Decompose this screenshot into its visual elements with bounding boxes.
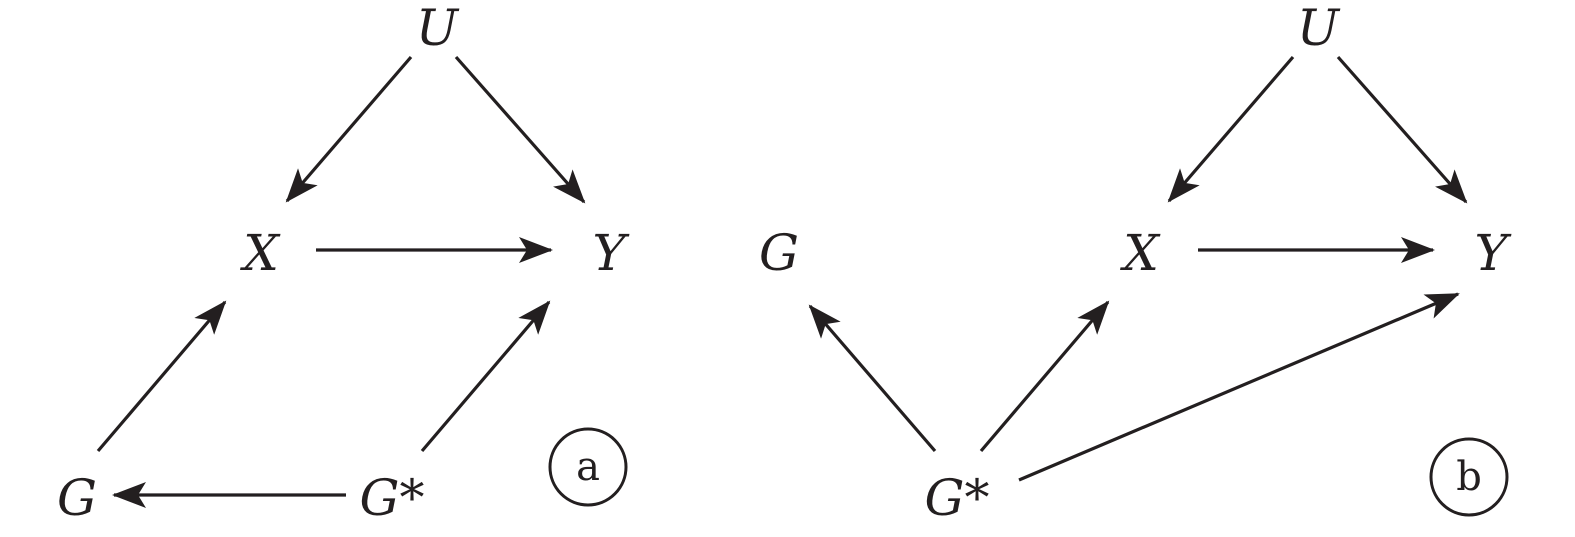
edge-g-to-x — [96, 300, 227, 453]
panel-a-edges — [96, 55, 586, 508]
edge-gstar-to-x — [979, 300, 1110, 453]
edge-u-to-y — [1336, 55, 1468, 204]
panel-b-badge-ring — [1429, 437, 1509, 517]
panel-b: U G X Y G* b — [759, 0, 1511, 527]
edge-gstar-to-g — [808, 304, 937, 453]
node-u-label: U — [1297, 0, 1341, 57]
node-x-label: X — [1119, 224, 1161, 282]
panel-b-badge: b — [1429, 437, 1509, 517]
panel-a-badge: a — [548, 427, 628, 507]
node-gstar-label: G* — [360, 469, 425, 527]
node-gstar-label: G* — [925, 469, 990, 527]
node-u-label: U — [416, 0, 460, 57]
panel-a: U X Y G G* a — [57, 0, 629, 527]
node-g-label: G — [759, 224, 799, 282]
panel-b-edges — [808, 55, 1468, 482]
node-g-label: G — [57, 469, 97, 527]
edge-u-to-y — [454, 55, 586, 204]
edge-u-to-x — [285, 55, 413, 203]
edge-gstar-to-y — [1018, 292, 1460, 482]
node-x-label: X — [239, 224, 281, 282]
panel-a-badge-ring — [548, 427, 628, 507]
edge-u-to-x — [1167, 55, 1295, 203]
node-y-label: Y — [592, 224, 629, 282]
panel-b-badge-label: b — [1456, 454, 1482, 500]
edge-gstar-to-y — [420, 300, 551, 453]
panel-a-badge-label: a — [576, 444, 600, 490]
node-y-label: Y — [1474, 224, 1511, 282]
